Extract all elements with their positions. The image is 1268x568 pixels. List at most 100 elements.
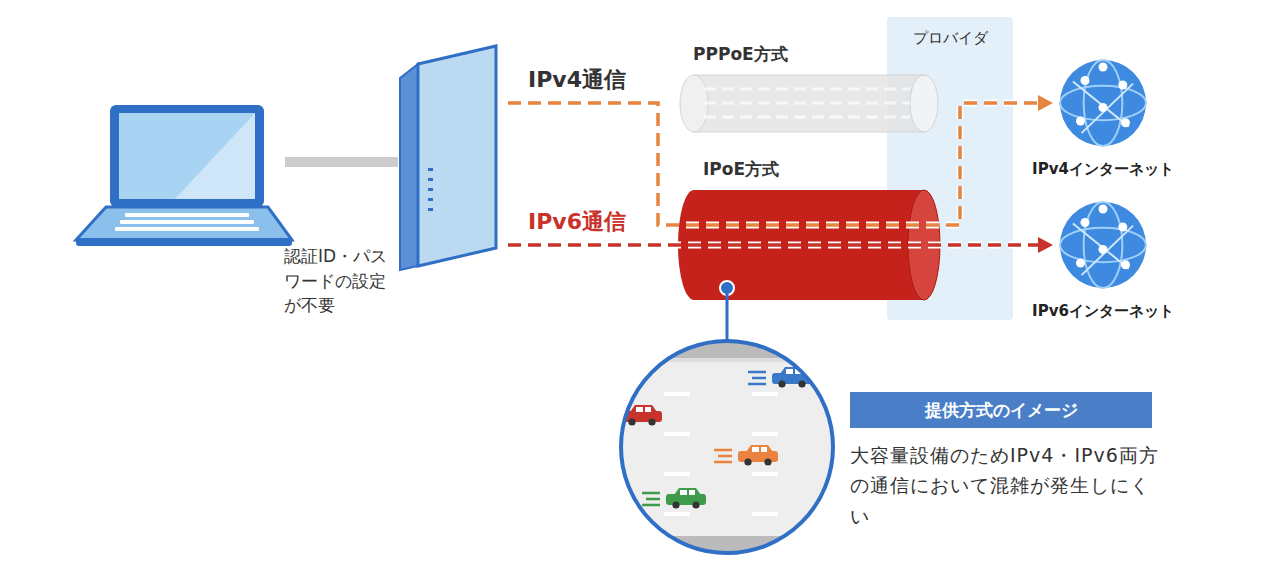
node-outline xyxy=(398,40,502,272)
laptop-icon-part xyxy=(175,113,255,199)
tube-texture xyxy=(704,102,910,105)
globe-node xyxy=(1099,245,1108,254)
laptop-icon-part-part xyxy=(115,227,259,231)
speed-lines-part xyxy=(718,455,732,458)
connector-halo xyxy=(508,103,1041,225)
globe-line xyxy=(1073,82,1129,127)
tunnel-tube: IPoE方式 xyxy=(678,190,940,300)
car xyxy=(738,445,778,466)
globe-node xyxy=(1076,259,1085,268)
method-label: PPPoE方式 xyxy=(693,43,788,66)
callout-circle-part-part-part xyxy=(664,392,690,396)
globe-node xyxy=(1121,118,1130,127)
laptop-icon-part xyxy=(115,213,259,231)
speed-lines-part xyxy=(714,461,732,464)
method-label: IPoE方式 xyxy=(703,158,779,181)
globe-node xyxy=(1121,260,1130,269)
tube-end xyxy=(678,190,710,300)
speed-lines xyxy=(642,493,660,505)
callout-circle-part-part-part xyxy=(664,432,690,436)
router-led xyxy=(428,198,433,201)
connector-halo xyxy=(508,242,1041,249)
laptop-icon-part-part xyxy=(125,213,249,217)
laptop-icon-part xyxy=(119,113,255,199)
callout-circle-part-part-part xyxy=(752,392,778,396)
globe-node xyxy=(1099,103,1108,112)
node-outline xyxy=(887,17,1013,320)
laptop-icon-part xyxy=(110,105,264,207)
globe-label: IPv6インターネット xyxy=(1032,302,1174,321)
globe-line xyxy=(1082,84,1134,133)
dashed-connector xyxy=(508,103,1041,225)
globe-node xyxy=(1081,218,1090,227)
speed-lines-part xyxy=(752,377,766,380)
node-outline xyxy=(1058,58,1148,148)
globe-line xyxy=(1084,202,1123,288)
note-text: 認証ID・パスワードの設定が不要 xyxy=(284,244,396,318)
speed-lines-part xyxy=(714,449,732,452)
tube-end xyxy=(908,190,940,300)
router-node: 認証ID・パスワードの設定が不要 xyxy=(398,40,502,272)
globe-node xyxy=(1099,63,1108,72)
callout-circle-part xyxy=(621,341,833,553)
description-text: 大容量設備のためIPv4・IPv6両方の通信において混雑が発生しにくい xyxy=(850,440,1162,531)
internet-globe: IPv6インターネット xyxy=(1058,200,1148,290)
tube-texture xyxy=(704,116,910,119)
globe-node xyxy=(1118,81,1127,90)
globe-node xyxy=(1099,205,1108,214)
laptop-icon xyxy=(76,105,292,246)
globe-line xyxy=(1073,224,1129,269)
car xyxy=(666,488,706,509)
speed-lines-part xyxy=(748,371,766,374)
callout-dot xyxy=(720,281,734,295)
globe-line xyxy=(1084,60,1123,146)
router-led xyxy=(428,168,433,171)
speed-lines-part xyxy=(646,498,660,501)
globe-line xyxy=(1060,228,1146,262)
band-label: プロバイダ xyxy=(887,29,1013,48)
router-led xyxy=(428,178,433,181)
arrow-head xyxy=(1038,237,1053,253)
speed-lines-part xyxy=(748,383,766,386)
node-outline xyxy=(680,75,938,132)
router-side xyxy=(400,64,418,270)
globe-line xyxy=(1060,86,1146,120)
dashed-connector xyxy=(508,243,1041,247)
laptop-icon-part xyxy=(76,238,292,246)
node-outline xyxy=(1058,200,1148,290)
globe-label: IPv4インターネット xyxy=(1032,160,1174,179)
router-led xyxy=(428,208,433,211)
connector-label: IPv4通信 xyxy=(528,65,626,95)
connector xyxy=(508,95,1053,225)
tube-end xyxy=(910,75,938,132)
globe-node xyxy=(1081,76,1090,85)
internet-globe: IPv4インターネット xyxy=(1058,58,1148,148)
callout-circle-part-part-part xyxy=(664,512,690,516)
connector xyxy=(508,237,1053,253)
callout-circle-part-part-part xyxy=(752,512,778,516)
connector-label: IPv6通信 xyxy=(528,207,626,237)
speed-lines-part xyxy=(642,504,660,507)
speed-lines-part xyxy=(642,492,660,495)
band-fill xyxy=(887,17,1013,320)
globe-line xyxy=(1082,226,1134,275)
laptop-icon-part xyxy=(76,207,292,240)
tube-body xyxy=(694,75,924,132)
laptop-icon-part-part xyxy=(120,220,254,224)
node-outline xyxy=(678,190,940,300)
callout-leader-part xyxy=(726,290,729,340)
callout-circle xyxy=(610,336,850,558)
box-title: 提供方式のイメージ xyxy=(925,392,1078,428)
tube-gray xyxy=(680,75,938,132)
globe-node xyxy=(1076,117,1085,126)
callout-circle-part-part-part xyxy=(664,472,690,476)
tube-texture xyxy=(704,88,910,91)
globe-disc xyxy=(1060,60,1146,146)
tunnel-tube: PPPoE方式 xyxy=(680,75,938,132)
speed-lines xyxy=(748,372,766,384)
globe-node xyxy=(1118,223,1127,232)
provider-band: プロバイダ xyxy=(887,17,1013,320)
callout-circle-part-part-part xyxy=(752,432,778,436)
router-front xyxy=(418,46,496,266)
